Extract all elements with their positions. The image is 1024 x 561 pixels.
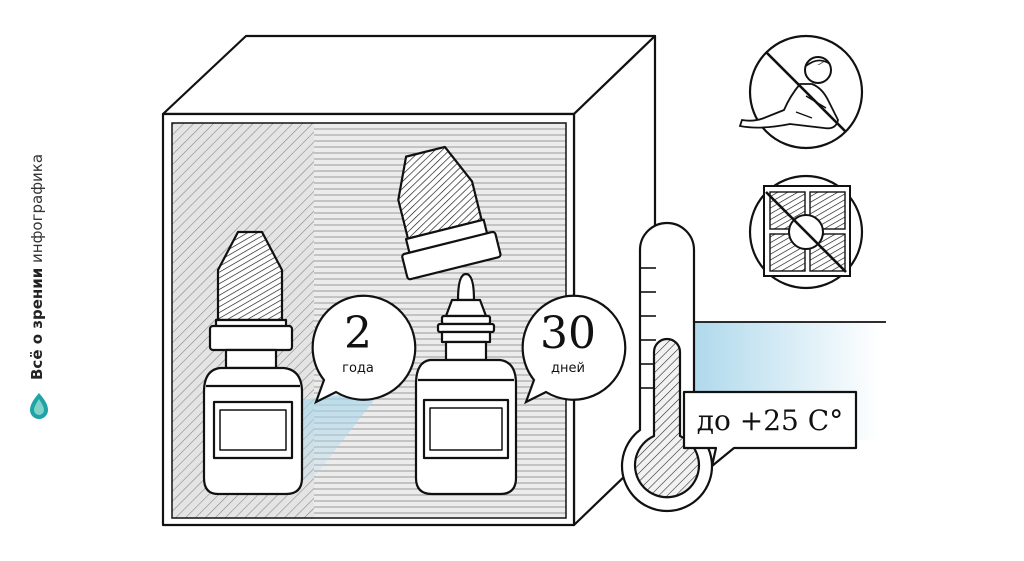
after-opening-bubble: 30 дней [521, 294, 627, 405]
temperature-label: до +25 C° [697, 404, 843, 437]
bottle-cap [397, 145, 502, 281]
no-children-icon [738, 34, 864, 150]
shelf-life-unit: года [342, 361, 374, 376]
after-opening-number: 30 [540, 308, 596, 359]
shelf-life-number: 2 [344, 308, 372, 359]
after-opening-unit: дней [551, 361, 585, 376]
bottle-large [202, 230, 304, 496]
shelf-life-bubble: 2 года [311, 294, 417, 405]
eye-drop-logo-icon [30, 393, 48, 419]
bottle-dropper [414, 272, 518, 496]
temperature-label-box: до +25 C° [682, 390, 858, 468]
no-sunlight-icon [748, 174, 864, 290]
